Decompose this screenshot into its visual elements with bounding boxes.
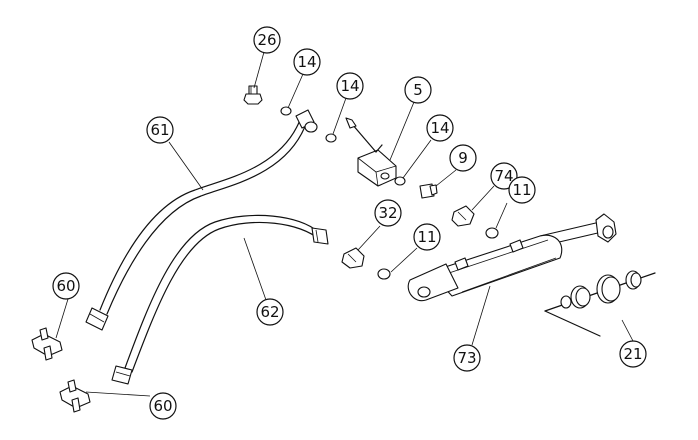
adapter-74	[451, 205, 475, 227]
hose-61	[85, 109, 318, 331]
balloon-60: 60	[149, 392, 177, 420]
balloon-9: 9	[449, 144, 477, 172]
balloon-73: 73	[453, 344, 481, 372]
adapter-9	[419, 183, 438, 199]
balloon-21: 21	[619, 340, 647, 368]
balloon-9-label: 9	[458, 149, 468, 167]
balloon-14: 14	[293, 48, 321, 76]
balloon-61: 61	[146, 116, 174, 144]
washer-14-c	[394, 176, 406, 186]
balloon-62-label: 62	[260, 303, 279, 321]
seal-kit-21	[544, 270, 656, 337]
balloon-14-label: 14	[297, 53, 316, 71]
washer-14-a	[280, 106, 292, 116]
balloon-60: 60	[52, 272, 80, 300]
balloon-32-label: 32	[378, 204, 397, 222]
ball-valve-5	[345, 117, 397, 187]
balloon-21-label: 21	[623, 345, 642, 363]
balloon-73-label: 73	[457, 349, 476, 367]
balloon-74: 74	[490, 162, 518, 190]
balloon-14: 14	[426, 114, 454, 142]
balloon-11-label: 11	[512, 181, 531, 199]
adapter-32	[341, 247, 365, 269]
balloon-74-label: 74	[494, 167, 513, 185]
balloon-26-label: 26	[257, 31, 276, 49]
balloon-14: 14	[336, 72, 364, 100]
balloon-14-label: 14	[340, 77, 359, 95]
washer-11-a	[485, 227, 499, 239]
balloon-60-label: 60	[153, 397, 172, 415]
balloon-14-label: 14	[430, 119, 449, 137]
balloon-5-label: 5	[413, 81, 423, 99]
balloon-62: 62	[256, 298, 284, 326]
balloon-11: 11	[413, 223, 441, 251]
balloon-11-label: 11	[417, 228, 436, 246]
balloon-5: 5	[404, 76, 432, 104]
hose-62	[111, 214, 329, 385]
balloon-60-label: 60	[56, 277, 75, 295]
balloon-32: 32	[374, 199, 402, 227]
banjo-bolt-26	[243, 85, 263, 105]
leader-lines	[55, 51, 634, 397]
hydraulic-cylinder-73	[407, 213, 617, 302]
cross-fitting-60-b	[59, 379, 91, 413]
washer-14-b	[325, 133, 337, 143]
balloon-11: 11	[508, 176, 536, 204]
washer-11-b	[377, 268, 391, 280]
balloon-26: 26	[253, 26, 281, 54]
cross-fitting-60-a	[31, 327, 63, 361]
balloon-61-label: 61	[150, 121, 169, 139]
